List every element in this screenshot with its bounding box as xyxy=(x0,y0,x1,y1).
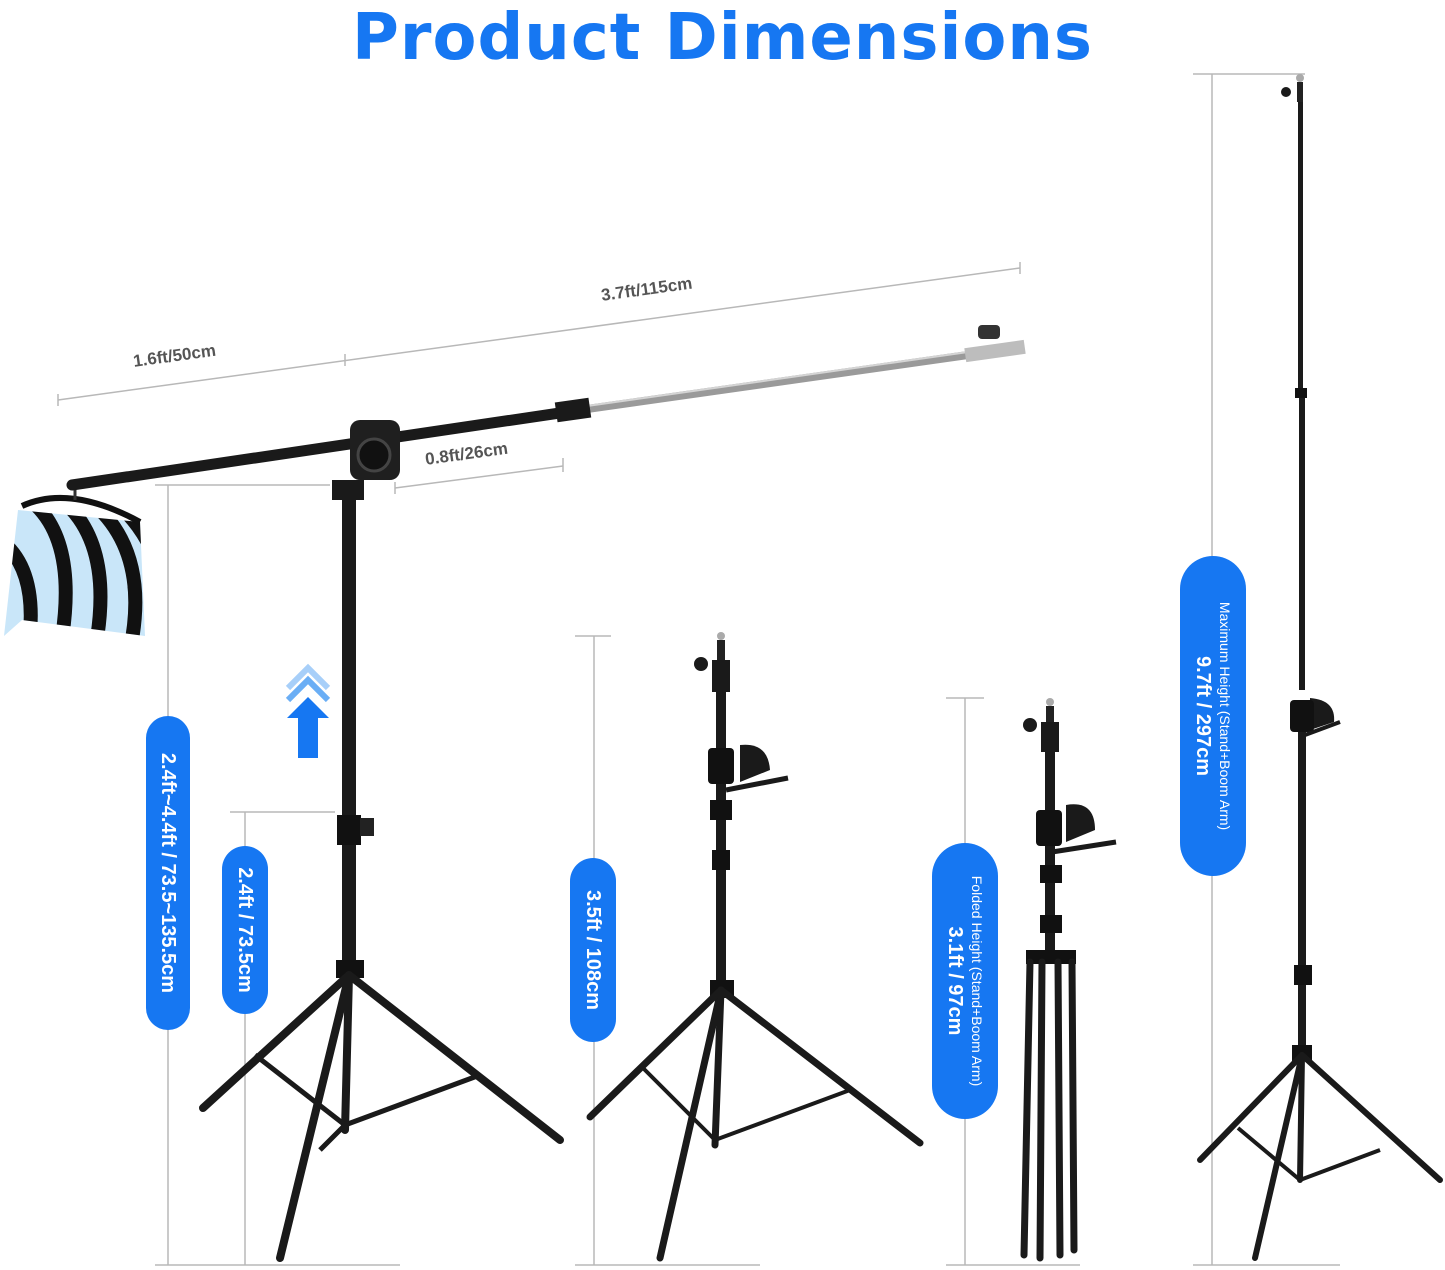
page-title: Product Dimensions xyxy=(352,1,1093,75)
folded-height-label: Folded Height (Stand+Boom Arm) xyxy=(969,875,985,1087)
stand-height-pill: 3.5ft / 108cm xyxy=(570,858,616,1042)
folded-height-value: 3.1ft / 97cm xyxy=(944,926,966,1036)
extended-stand-297cm xyxy=(1197,74,1443,1261)
folded-height-pill: Folded Height (Stand+Boom Arm) 3.1ft / 9… xyxy=(932,843,998,1119)
max-height-label: Maximum Height (Stand+Boom Arm) xyxy=(1217,601,1233,831)
height-range-value: 2.4ft~4.4ft / 73.5~135.5cm xyxy=(157,752,179,994)
double-chevron-up-arrow-icon xyxy=(285,663,331,758)
folded-stand-97cm xyxy=(1020,698,1117,1262)
stand-height-value: 3.5ft / 108cm xyxy=(582,889,604,1011)
max-height-pill: Maximum Height (Stand+Boom Arm) 9.7ft / … xyxy=(1180,556,1246,876)
max-height-value: 9.7ft / 297cm xyxy=(1192,655,1214,777)
min-height-pill: 2.4ft / 73.5cm xyxy=(222,846,268,1014)
light-stand-108cm xyxy=(586,632,924,1262)
min-height-value: 2.4ft / 73.5cm xyxy=(234,867,256,993)
height-range-pill: 2.4ft~4.4ft / 73.5~135.5cm xyxy=(146,716,190,1030)
sandbag-icon xyxy=(4,488,145,636)
